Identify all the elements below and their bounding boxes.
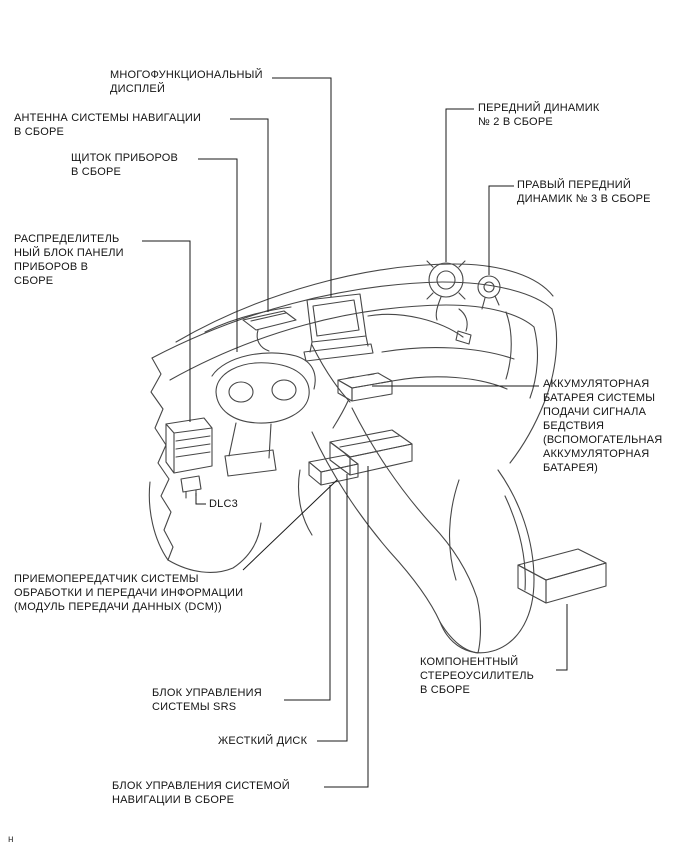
multifunction-display-unit: [303, 293, 472, 362]
nav-control-hdd-unit: [329, 429, 413, 476]
console-outline: [297, 407, 482, 654]
dlc3-connector: [180, 475, 202, 499]
label-nav-antenna: АНТЕННА СИСТЕМЫ НАВИГАЦИИ В СБОРЕ: [14, 112, 202, 138]
label-nav-control: БЛОК УПРАВЛЕНИЯ СИСТЕМОЙ НАВИГАЦИИ В СБО…: [112, 780, 290, 806]
leader-amplifier: [556, 604, 568, 671]
leader-multifunction-display: [272, 77, 332, 297]
leader-lines: [142, 77, 568, 788]
label-junction-block: РАСПРЕДЕЛИТЕЛЬ НЫЙ БЛОК ПАНЕЛИ ПРИБОРОВ …: [14, 233, 124, 287]
leader-hard-disk: [317, 474, 348, 742]
navigation-antenna-unit: [242, 310, 297, 352]
label-srs: БЛОК УПРАВЛЕНИЯ СИСТЕМЫ SRS: [152, 687, 262, 713]
leader-srs: [284, 485, 331, 701]
leader-dlc3: [195, 493, 206, 505]
label-multifunction-display: МНОГОФУНКЦИОНАЛЬНЫЙ ДИСПЛЕЙ: [110, 69, 263, 95]
seat-outline: [439, 469, 535, 654]
label-instrument-panel: ЩИТОК ПРИБОРОВ В СБОРЕ: [71, 152, 179, 178]
aux-battery-unit: [332, 372, 393, 429]
label-dcm: ПРИЕМОПЕРЕДАТЧИК СИСТЕМЫ ОБРАБОТКИ И ПЕР…: [14, 573, 244, 613]
leader-nav-control: [324, 466, 369, 788]
front-speaker-3-unit: [477, 275, 501, 310]
leader-junction-block: [142, 240, 191, 422]
leader-front-speaker-3: [488, 185, 514, 275]
leader-nav-antenna: [230, 118, 269, 312]
leader-front-speaker-2: [445, 108, 474, 262]
label-right-front-speaker-3: ПРАВЫЙ ПЕРЕДНИЙ ДИНАМИК № 3 В СБОРЕ: [517, 179, 651, 205]
footer-marker: н: [8, 834, 14, 845]
amplifier-unit: [517, 548, 607, 604]
label-aux-battery: АККУМУЛЯТОРНАЯ БАТАРЕЯ СИСТЕМЫ ПОДАЧИ СИ…: [543, 378, 663, 474]
label-dlc3: DLC3: [209, 498, 238, 510]
leader-instrument-panel: [198, 158, 238, 352]
instrument-cluster-unit: [211, 352, 316, 477]
dashboard-outline: [148, 263, 558, 573]
label-front-speaker-2: ПЕРЕДНИЙ ДИНАМИК № 2 В СБОРЕ: [478, 102, 600, 128]
leader-dcm: [242, 479, 338, 571]
junction-block-unit: [165, 417, 213, 474]
label-amplifier: КОМПОНЕНТНЫЙ СТЕРЕОУСИЛИТЕЛЬ В СБОРЕ: [420, 656, 535, 696]
front-speaker-2-unit: [426, 260, 466, 321]
srs-control-unit: [308, 454, 359, 486]
label-hard-disk: ЖЕСТКИЙ ДИСК: [218, 735, 308, 747]
